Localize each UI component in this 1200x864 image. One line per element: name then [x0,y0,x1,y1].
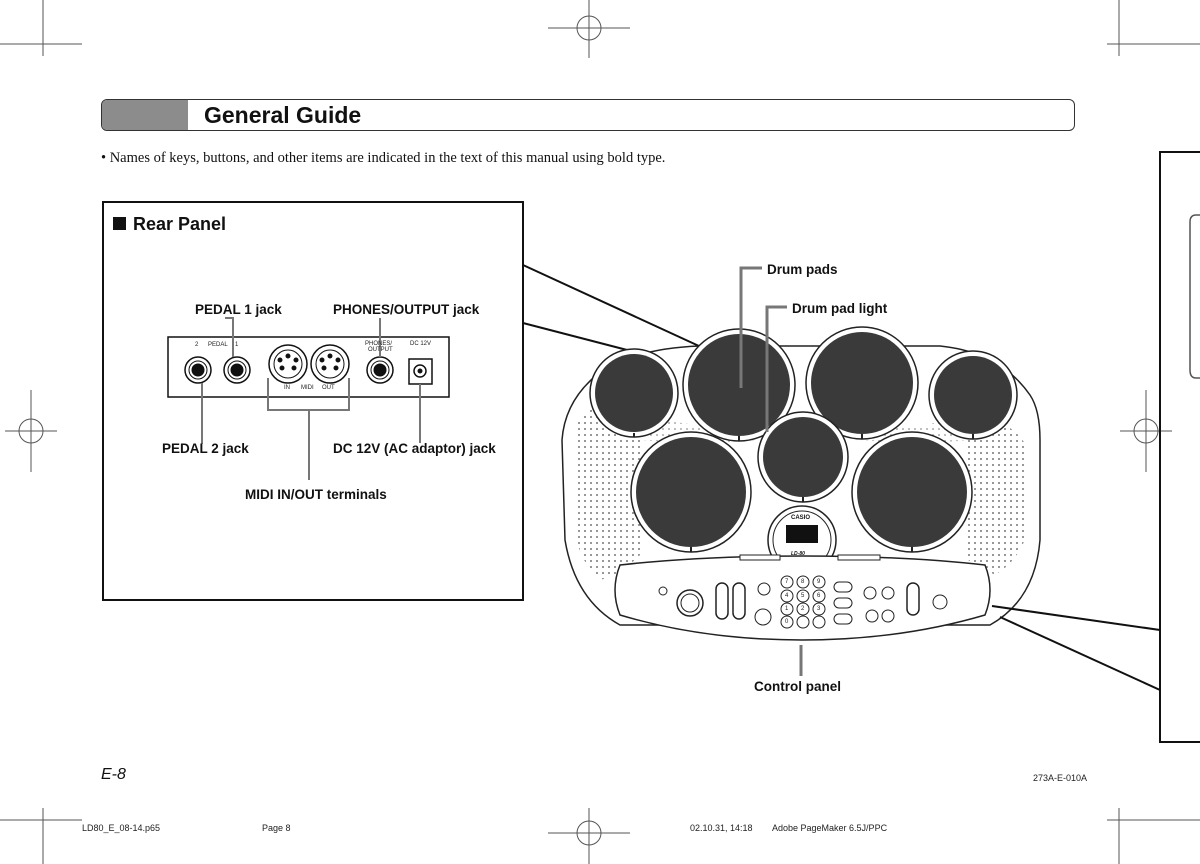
panel-text-pedal-2: 2 [195,342,199,348]
rear-panel-heading: Rear Panel [113,214,226,235]
keypad-key-3: 3 [817,606,821,612]
page-title: General Guide [204,102,362,128]
keypad-key-8: 8 [801,579,805,585]
label-control-panel: Control panel [754,679,841,694]
brand-logo: CASIO [791,515,811,521]
keypad-key-4: 4 [785,593,789,599]
drum-pad [757,411,849,503]
drum-pad [589,348,679,438]
keypad-key-5: 5 [801,593,805,599]
panel-text-midi: MIDI [301,385,314,391]
footer-software: Adobe PageMaker 6.5J/PPC [772,823,888,833]
keypad-key-9: 9 [817,579,821,585]
midi-in-port [268,344,308,384]
keypad-key-1: 1 [785,606,789,612]
control-panel-pointer [991,605,1161,691]
keypad-key-2: 2 [801,606,805,612]
panel-text-in: IN [284,385,290,391]
label-drum-pads: Drum pads [767,262,838,277]
registration-mark-bottom [548,808,630,864]
panel-text-dc: DC 12V [410,341,432,347]
registration-mark-right [1120,390,1172,472]
label-midi-terminals: MIDI IN/OUT terminals [245,487,387,502]
keypad-key-6: 6 [817,593,821,599]
footer-timestamp: 02.10.31, 14:18 [690,823,753,833]
label-drum-pad-light: Drum pad light [792,301,888,316]
drum-pad-lights [633,433,974,552]
keypad-key-0: 0 [785,619,789,625]
rear-panel-box [102,201,524,601]
drum-pad [851,431,973,553]
numeric-keypad [780,575,826,629]
midi-out-port [310,344,350,384]
panel-text-output: OUTPUT [368,347,393,353]
drum-pad [928,350,1018,440]
drum-pad [630,431,752,553]
model-name: LD-80 [791,551,805,557]
label-pedal1-jack: PEDAL 1 jack [195,302,282,317]
lcd-screen [786,525,818,543]
title-bar: General Guide [101,99,1075,131]
drum-pad [805,326,919,440]
panel-text-pedal-1: 1 [235,342,239,348]
title-bar-accent [102,100,188,130]
footer-file-name: LD80_E_08-14.p65 [82,823,161,833]
rear-panel-strip [167,336,450,398]
registration-mark-top [548,0,630,58]
rear-panel-leaders [201,317,421,480]
label-phones-output-jack: PHONES/OUTPUT jack [333,302,480,317]
panel-text-pedal: PEDAL [208,342,228,348]
phones-output-jack [366,356,394,384]
next-page-box-edge [1159,151,1200,743]
rear-panel-heading-text: Rear Panel [133,214,227,234]
footer-page-label: Page 8 [262,823,291,833]
registration-mark-left [5,390,57,472]
panel-text-phones: PHONES/ [365,341,393,347]
page-number: E-8 [101,766,126,783]
pedal-2-jack [184,356,212,384]
pedal-1-jack [223,356,251,384]
label-pedal2-jack: PEDAL 2 jack [162,441,249,456]
main-unit-leaders [739,266,803,676]
keypad-key-7: 7 [785,579,789,585]
label-dc-jack: DC 12V (AC adaptor) jack [333,441,496,456]
square-bullet-icon [113,217,126,230]
intro-text: • Names of keys, buttons, and other item… [101,150,666,166]
panel-text-out: OUT [322,385,335,391]
doc-code: 273A-E-010A [1033,773,1088,783]
